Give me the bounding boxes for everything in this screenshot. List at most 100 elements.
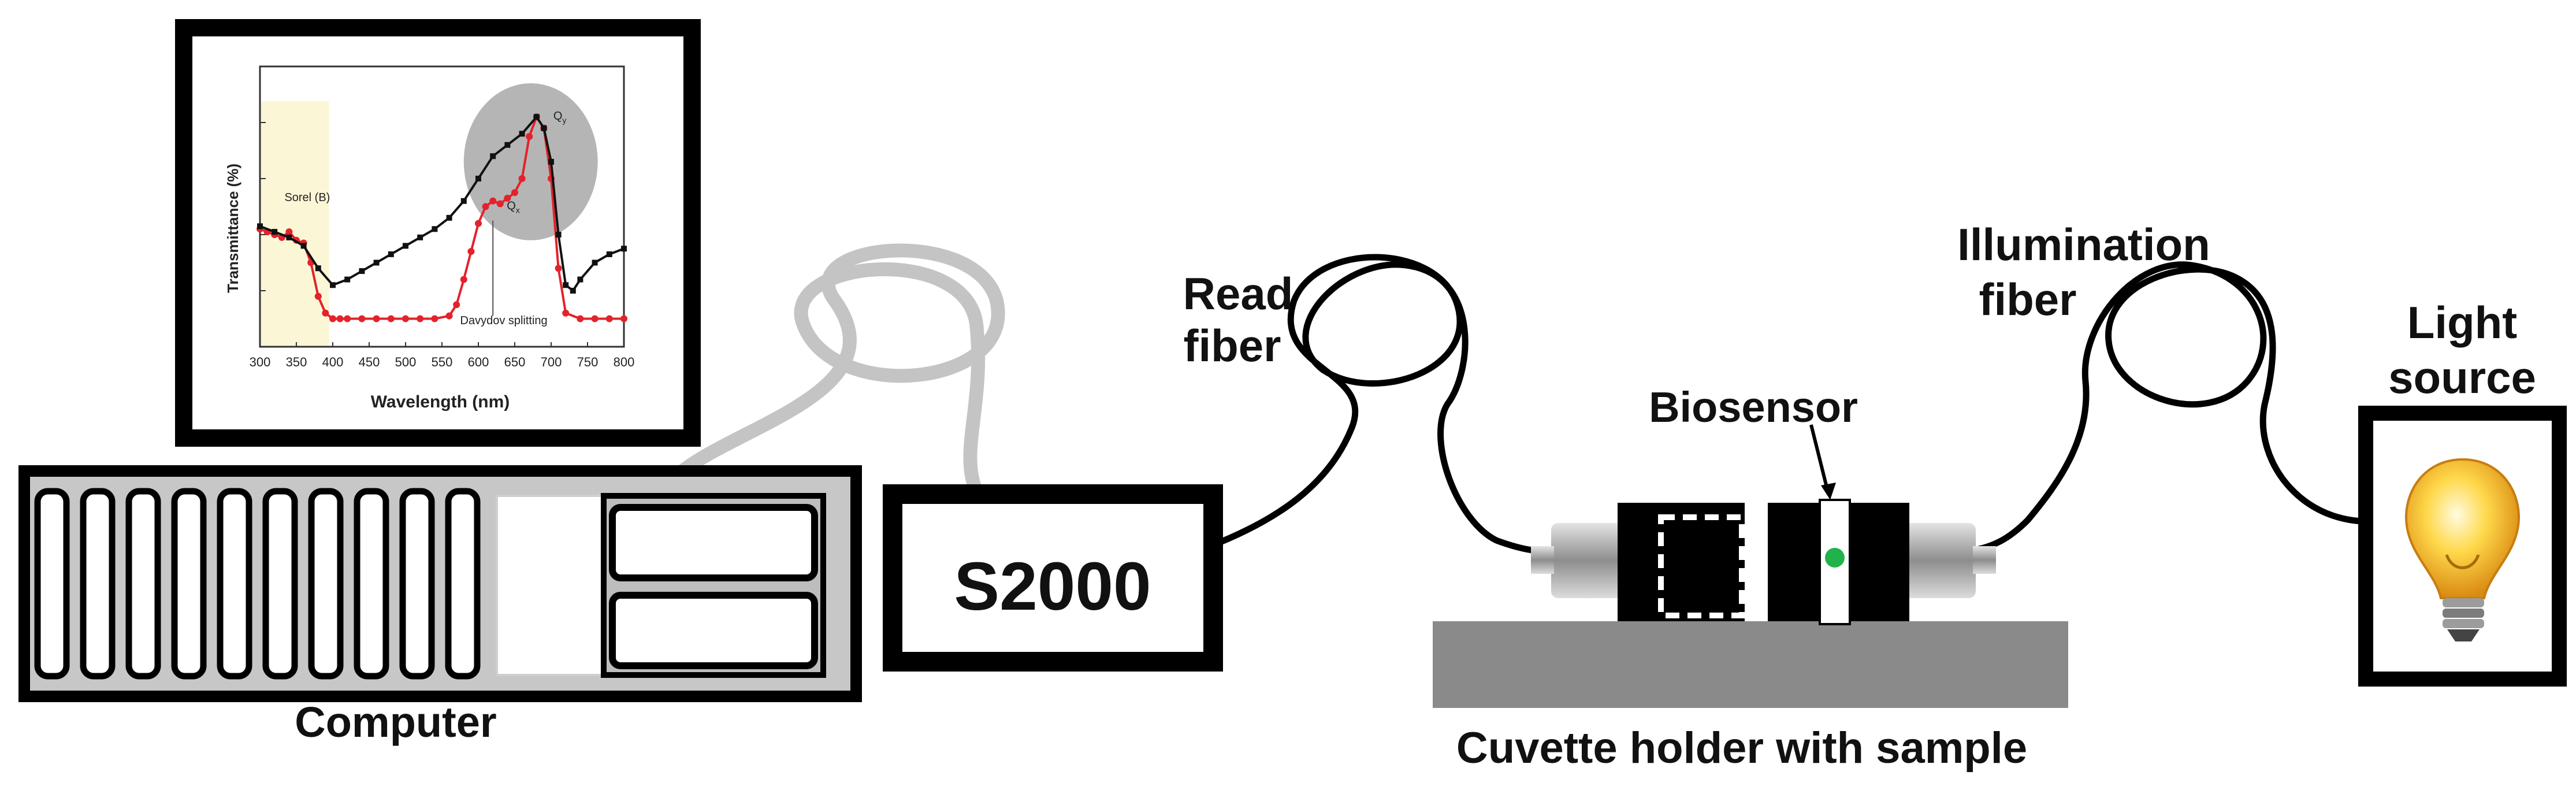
read-fiber-label-line1: Read xyxy=(1183,268,1293,319)
series-point xyxy=(467,248,475,255)
series-point xyxy=(533,114,540,120)
light-source-label-line2: source xyxy=(2388,352,2536,403)
spectrometer-label: S2000 xyxy=(954,548,1151,625)
series-point xyxy=(482,203,489,210)
x-tick-label: 750 xyxy=(577,355,599,369)
series-point xyxy=(322,309,329,317)
biosensor-pointer-arrow xyxy=(1809,424,1830,495)
x-tick-label: 550 xyxy=(432,355,453,369)
series-point xyxy=(555,265,562,272)
series-point xyxy=(359,268,365,275)
vent-slot xyxy=(125,488,161,680)
gray-usb-cable xyxy=(669,243,1005,498)
x-axis-label: Wavelength (nm) xyxy=(371,392,510,411)
series-point xyxy=(504,194,511,202)
series-point xyxy=(446,214,452,221)
vent-slot xyxy=(399,488,435,680)
x-tick-label: 800 xyxy=(614,355,635,369)
x-tick-label: 300 xyxy=(250,355,271,369)
x-tick-label: 400 xyxy=(322,355,344,369)
series-point xyxy=(563,282,569,288)
series-point xyxy=(286,234,292,240)
cuvette-holder xyxy=(1531,499,1996,625)
vent-slot xyxy=(217,488,252,680)
vent-slot xyxy=(80,488,116,680)
illumination-fiber-label-line1: Illumination xyxy=(1957,219,2210,270)
illumination-fiber-label-line2: fiber xyxy=(1979,274,2076,325)
series-point xyxy=(519,131,525,137)
series-point xyxy=(592,259,598,266)
x-tick-label: 450 xyxy=(359,355,380,369)
biosensor-dot xyxy=(1825,548,1845,568)
series-point xyxy=(577,315,584,322)
sample-stage xyxy=(1433,621,2068,708)
biosensor-pointer-arrowhead xyxy=(1821,483,1836,500)
series-point xyxy=(300,243,307,249)
series-point xyxy=(460,198,467,204)
computer-icon xyxy=(18,465,862,702)
spectrometer-box xyxy=(883,484,1223,672)
series-point xyxy=(432,226,438,232)
highlight-band xyxy=(260,101,329,347)
series-point xyxy=(489,197,497,205)
series-point xyxy=(387,315,395,322)
series-point xyxy=(591,315,599,322)
series-point xyxy=(330,282,336,288)
series-point xyxy=(336,315,344,322)
series-point xyxy=(344,315,351,322)
series-point xyxy=(257,223,263,229)
series-point xyxy=(475,176,481,181)
series-point xyxy=(417,234,423,240)
vent-slot xyxy=(262,488,298,680)
vent-slot xyxy=(354,488,389,680)
light-bulb-icon xyxy=(2404,458,2521,641)
illumination-fiber-cable xyxy=(1958,261,2389,555)
series-point xyxy=(621,246,627,252)
vent-slot xyxy=(171,488,207,680)
x-tick-label: 500 xyxy=(395,355,417,369)
read-fiber-label-line2: fiber xyxy=(1183,320,1281,371)
series-point xyxy=(329,315,336,322)
x-tick-label: 350 xyxy=(286,355,307,369)
series-point xyxy=(460,276,467,283)
series-point xyxy=(562,309,570,317)
series-point xyxy=(314,292,322,300)
series-point xyxy=(518,175,526,182)
series-point xyxy=(358,315,366,322)
highlight-ellipse xyxy=(463,83,598,240)
computer-vent-slots xyxy=(34,488,481,680)
series-point xyxy=(403,243,408,249)
series-point xyxy=(373,315,380,322)
series-point xyxy=(605,315,613,322)
series-point xyxy=(541,125,547,131)
series-point xyxy=(496,200,504,207)
series-point xyxy=(475,220,482,227)
series-point xyxy=(606,251,612,257)
computer-label: Computer xyxy=(295,698,496,746)
series-point xyxy=(445,312,453,320)
series-point xyxy=(373,259,380,266)
chart-annotation: Davydov splitting xyxy=(460,314,548,327)
series-point xyxy=(511,189,518,196)
y-axis-label: Transmittance (%) xyxy=(224,164,241,293)
biosensor-label: Biosensor xyxy=(1649,383,1858,431)
series-point xyxy=(417,315,424,322)
light-source-label-line1: Light xyxy=(2407,297,2518,348)
vent-slot xyxy=(308,488,344,680)
series-point xyxy=(285,228,293,236)
series-point xyxy=(548,158,554,165)
read-fiber-cable xyxy=(1207,254,1558,555)
series-point xyxy=(555,232,562,238)
series-point xyxy=(315,265,321,272)
vent-slot xyxy=(34,488,70,680)
series-point xyxy=(344,276,351,283)
series-point xyxy=(272,229,278,235)
series-point xyxy=(570,288,576,294)
series-point xyxy=(402,315,409,322)
series-point xyxy=(431,315,438,322)
series-point xyxy=(577,276,583,283)
cuvette-window xyxy=(1658,514,1745,618)
